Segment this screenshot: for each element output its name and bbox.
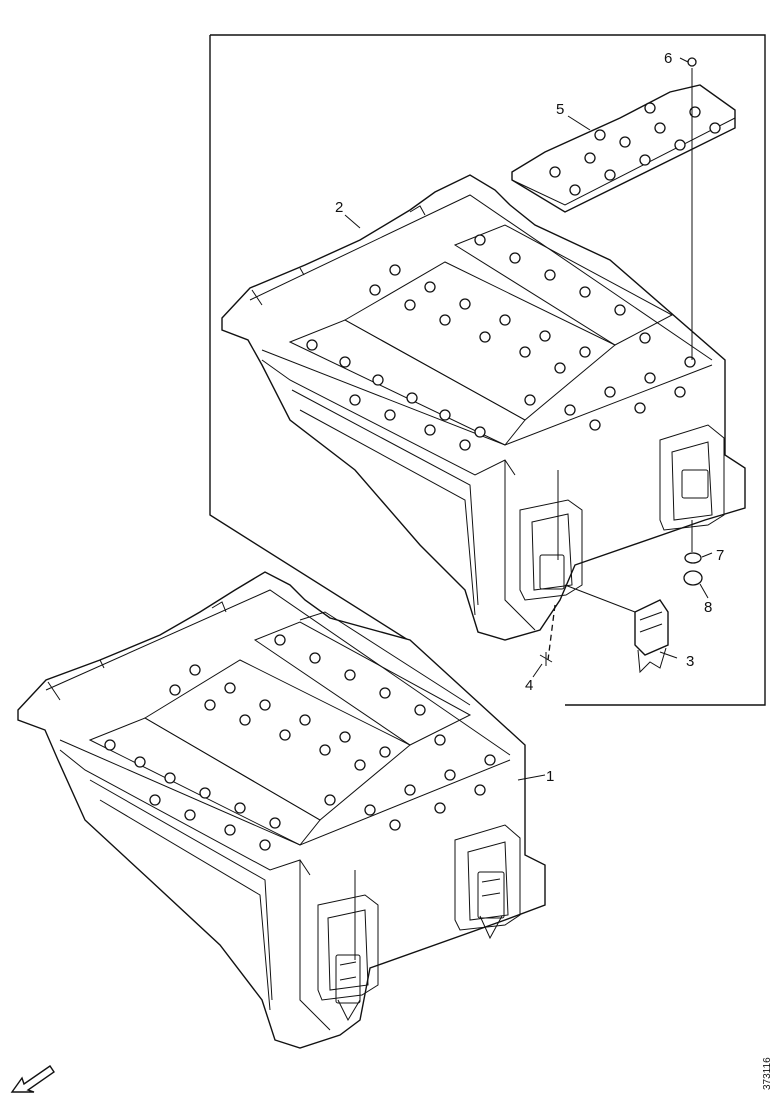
callout-3: 3 xyxy=(686,653,694,670)
screw-part-4 xyxy=(539,604,556,666)
cover-plate xyxy=(511,84,736,213)
latch-part-3 xyxy=(564,584,669,674)
leader-lines xyxy=(344,57,713,781)
callout-2: 2 xyxy=(335,199,343,216)
bolt-grid-upper xyxy=(306,234,696,451)
callout-5: 5 xyxy=(556,101,564,118)
callout-1: 1 xyxy=(546,768,554,785)
arrow-down-left-icon xyxy=(10,1065,55,1093)
callout-8: 8 xyxy=(704,599,712,616)
battery-box-lower xyxy=(17,571,546,1049)
nut-part-7-8 xyxy=(683,520,703,586)
callout-7: 7 xyxy=(716,547,724,564)
reference-code: 373116 xyxy=(762,1057,773,1090)
callout-4: 4 xyxy=(525,677,533,694)
detail-frame xyxy=(209,34,766,706)
callout-6: 6 xyxy=(664,50,672,67)
bolt-grid-lower xyxy=(104,634,496,851)
battery-box-upper xyxy=(221,174,746,641)
